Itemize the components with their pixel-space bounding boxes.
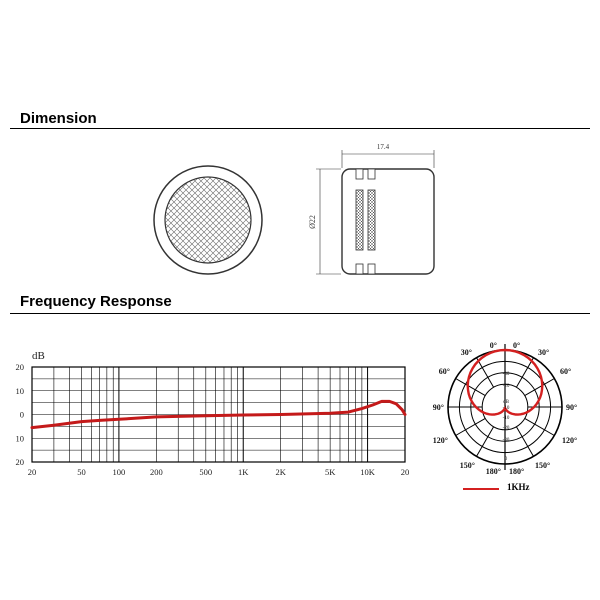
notch-top-left [355, 168, 364, 180]
x-tick-label: 2K [275, 467, 286, 477]
y-tick-label: 20 [16, 362, 25, 372]
polar-angle-label: 180° [486, 467, 501, 476]
x-tick-label: 100 [113, 467, 126, 477]
dimension-drawing: 17.4 Ø22 [153, 143, 435, 275]
polar-spoke [524, 378, 555, 397]
polar-ring-label: -30 [503, 438, 510, 443]
polar-ring-label: 0 [505, 457, 508, 462]
response-curve [30, 399, 407, 430]
polar-ring-labels: dB-10-20-30-10-20-300 [503, 372, 510, 462]
polar-spoke [476, 426, 495, 457]
polar-angle-label: 90° [566, 403, 577, 412]
polar-spoke [455, 378, 486, 397]
y-tick-label: 10 [16, 386, 25, 396]
x-tick-label: 5K [325, 467, 336, 477]
frequency-heading: Frequency Response [20, 293, 172, 310]
x-tick-label: 500 [199, 467, 212, 477]
notch-top-right [367, 168, 376, 180]
polar-angle-label: 0° [490, 341, 497, 350]
side-view: 17.4 Ø22 [308, 143, 435, 275]
x-tick-label: 10K [360, 467, 376, 477]
polar-angle-label: 30° [461, 348, 472, 357]
polar-legend: 1KHz [463, 482, 543, 496]
x-tick-label: 200 [150, 467, 163, 477]
polar-angle-label: 90° [433, 403, 444, 412]
polar-spoke [455, 417, 486, 436]
polar-spoke [515, 426, 534, 457]
polar-angle-label: 60° [439, 367, 450, 376]
polar-angle-label: 30° [538, 348, 549, 357]
notch-bottom-right [367, 263, 376, 275]
x-tick-label: 50 [77, 467, 86, 477]
polar-angle-label: 150° [460, 461, 475, 470]
capsule-body [341, 168, 435, 275]
x-tick-labels: 20 50 100 200 500 1K 2K 5K 10K 20 [28, 467, 410, 477]
polar-spoke [524, 417, 555, 436]
y-tick-label: 0 [20, 410, 24, 420]
polar-pattern [466, 348, 544, 416]
polar-ring-label: -30 [503, 372, 510, 377]
y-tick-label: 20 [16, 457, 25, 467]
polar-angle-labels: 0° 0° 30° 30° 60° 60° 90° 90° 120° 120° 150° 150° 18… [433, 341, 577, 476]
diameter-dimension-label: Ø22 [308, 215, 317, 229]
chart-series [30, 399, 407, 430]
polar-ring-label: dB [503, 400, 510, 405]
polar-ring-label: -20 [503, 384, 510, 389]
polar-spoke [515, 357, 534, 388]
polar-angle-label: 60° [560, 367, 571, 376]
polar-angle-label: 120° [433, 436, 448, 445]
x-tick-label: 1K [238, 467, 249, 477]
frequency-divider [10, 313, 590, 314]
y-tick-label: 10 [16, 433, 25, 443]
polar-angle-label: 120° [562, 436, 577, 445]
polar-pattern-chart: 0° 0° 30° 30° 60° 60° 90° 90° 120° 120° 150° 150° 18… [433, 341, 577, 476]
width-dimension-label: 17.4 [377, 143, 390, 151]
mesh-grille [164, 176, 252, 264]
polar-angle-label: 150° [535, 461, 550, 470]
cardioid-pattern [466, 348, 544, 416]
x-tick-label: 20 [401, 467, 410, 477]
polar-angle-label: 0° [513, 341, 520, 350]
y-axis-label: dB [32, 350, 45, 362]
legend-swatch [463, 488, 499, 490]
legend-label: 1KHz [507, 482, 530, 492]
slot-right [367, 189, 376, 251]
dimension-heading: Dimension [20, 110, 97, 127]
slot-left [355, 189, 364, 251]
dimension-divider [10, 128, 590, 129]
y-tick-labels: 20 10 0 10 20 [16, 362, 25, 467]
notch-bottom-left [355, 263, 364, 275]
polar-ring-label: -10 [503, 406, 510, 411]
polar-ring-label: -20 [503, 426, 510, 431]
x-tick-label: 20 [28, 467, 37, 477]
polar-spoke [476, 357, 495, 388]
polar-angle-label: 180° [509, 467, 524, 476]
polar-ring-label: -10 [503, 416, 510, 421]
front-view [153, 165, 263, 275]
